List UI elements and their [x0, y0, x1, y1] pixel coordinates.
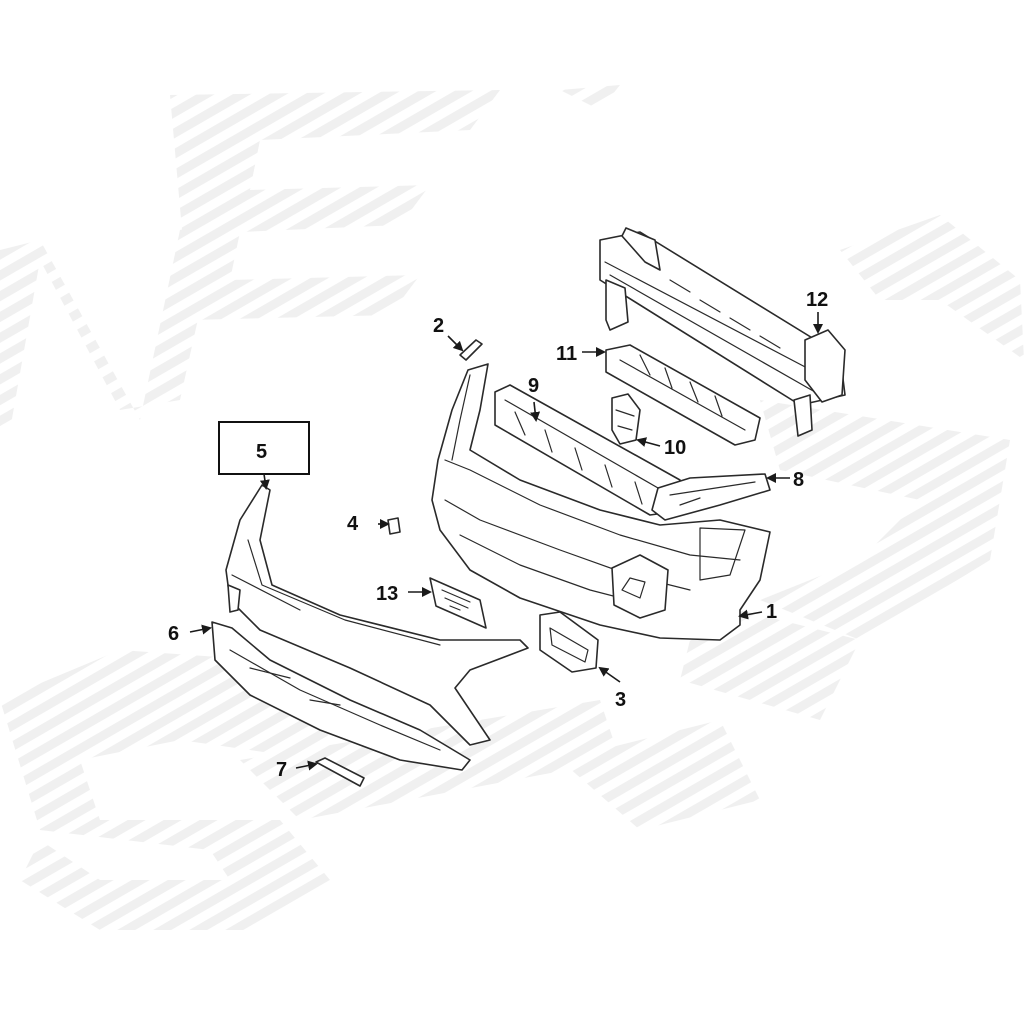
part-2-moulding [459, 339, 483, 361]
callout-3: 3 [615, 689, 626, 711]
part-4-clip [387, 517, 401, 535]
callout-8: 8 [793, 469, 804, 491]
part-11-energy-absorber [605, 344, 761, 446]
callout-10: 10 [664, 437, 686, 459]
callout-1: 1 [766, 601, 777, 623]
watermark-logo [0, 85, 1024, 930]
part-8-side-bracket [651, 473, 771, 521]
callout-7: 7 [276, 759, 287, 781]
callout-12: 12 [806, 289, 828, 311]
callout-2: 2 [433, 315, 444, 337]
part-7-trim-strip [315, 757, 365, 787]
part-5-upper-trim [225, 484, 529, 746]
highlight-box-part-5 [218, 421, 310, 475]
callout-13: 13 [376, 583, 398, 605]
part-6-lower-lip [211, 621, 471, 771]
callout-labels: 5 2 4 13 6 7 3 1 9 11 10 8 12 [168, 289, 828, 781]
callout-6: 6 [168, 623, 179, 645]
part-12-reinforcement-bar [599, 227, 846, 437]
part-10-bracket [611, 393, 641, 445]
part-13-plate-bracket [429, 577, 487, 629]
callout-4: 4 [347, 513, 359, 535]
part-3-fog-bezel [539, 611, 599, 673]
callout-9: 9 [528, 375, 539, 397]
callout-11: 11 [556, 343, 577, 365]
leader-lines [189, 312, 823, 771]
callout-5: 5 [256, 441, 267, 463]
